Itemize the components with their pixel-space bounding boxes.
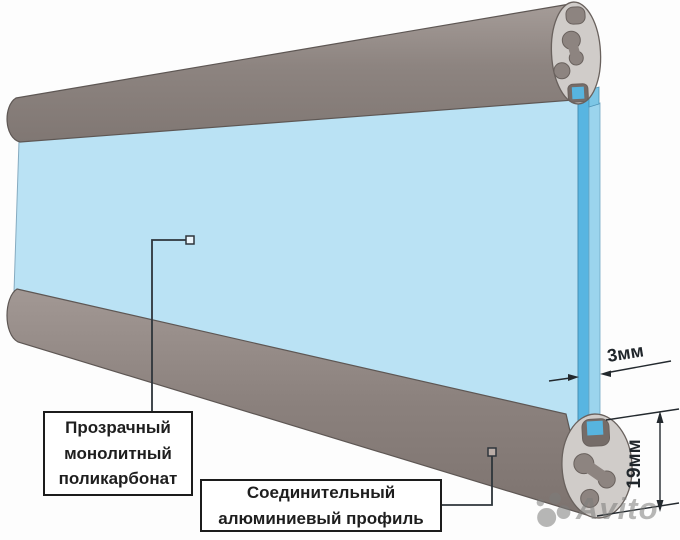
profile-label-line2: алюминиевый профиль bbox=[218, 508, 424, 528]
polycarbonate-panel bbox=[13, 86, 601, 437]
polycarbonate-label: Прозрачный монолитный поликарбонат bbox=[43, 411, 193, 496]
sheet-in-top-slot bbox=[571, 86, 585, 100]
sheet-in-bottom-slot bbox=[586, 420, 604, 436]
top-profile-body bbox=[6, 3, 575, 143]
profile-label-line1: Соединительный bbox=[246, 483, 396, 502]
dimension-3mm-lines bbox=[548, 360, 672, 382]
top-profile-end-face bbox=[550, 1, 602, 105]
watermark: Avito bbox=[534, 489, 659, 529]
leader-marker-profile bbox=[487, 447, 497, 457]
leader-line-polycarbonate bbox=[151, 239, 186, 411]
leader-line-profile bbox=[442, 456, 493, 506]
top-profile-tube bbox=[6, 1, 602, 143]
leader-marker-polycarbonate bbox=[185, 235, 195, 245]
dimension-19mm-lines bbox=[596, 408, 680, 517]
bottom-profile-end-face bbox=[561, 413, 633, 519]
panel-edge-face bbox=[577, 89, 590, 437]
polycarbonate-label-line3: поликарбонат bbox=[58, 469, 178, 489]
polycarbonate-label-line1: Прозрачный bbox=[65, 418, 171, 438]
polycarbonate-label-line2: монолитный bbox=[64, 443, 172, 463]
annotations bbox=[151, 235, 497, 506]
avito-logo-icon bbox=[536, 492, 571, 527]
panel-edge-far-face bbox=[588, 102, 601, 433]
aluminium-profile-label: Соединительный алюминиевый профиль bbox=[200, 479, 442, 532]
watermark-text: Avito bbox=[576, 491, 659, 526]
